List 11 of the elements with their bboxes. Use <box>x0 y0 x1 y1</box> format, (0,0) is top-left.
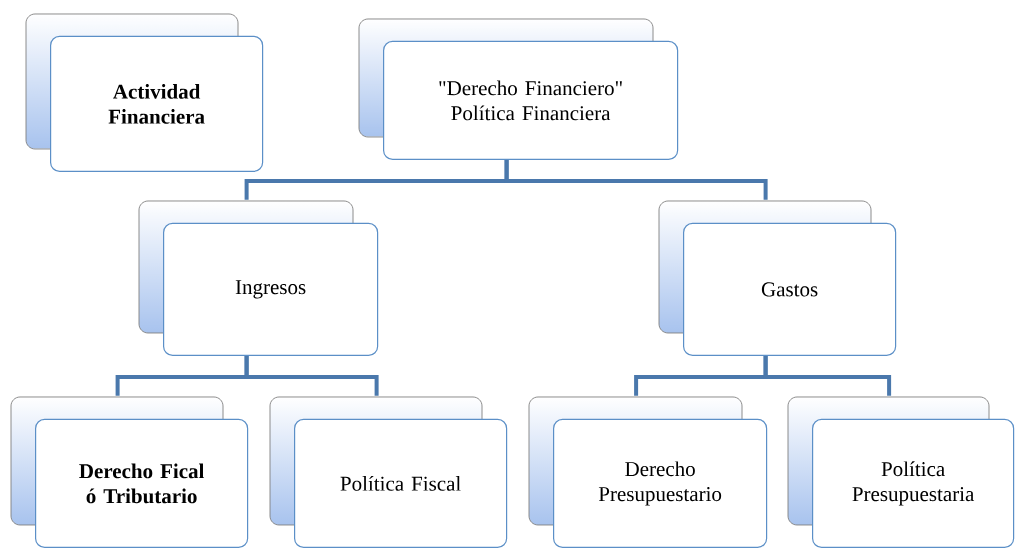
connector <box>244 356 379 396</box>
hierarchy-card: Actividad Financiera <box>25 13 264 172</box>
connector <box>763 356 892 396</box>
hierarchy-card: Derecho Presupuestario <box>528 396 768 548</box>
connector <box>504 160 768 200</box>
hierarchy-card: Derecho Fical ó Tributario <box>10 396 249 548</box>
hierarchy-card: Ingresos <box>138 200 379 356</box>
hierarchy-card: Política Presupuestaria <box>787 396 1015 548</box>
hierarchy-card: Gastos <box>658 200 897 356</box>
hierarchy-card: "Derecho Financiero" Política Financiera <box>358 18 679 160</box>
hierarchy-card: Política Fiscal <box>269 396 508 548</box>
